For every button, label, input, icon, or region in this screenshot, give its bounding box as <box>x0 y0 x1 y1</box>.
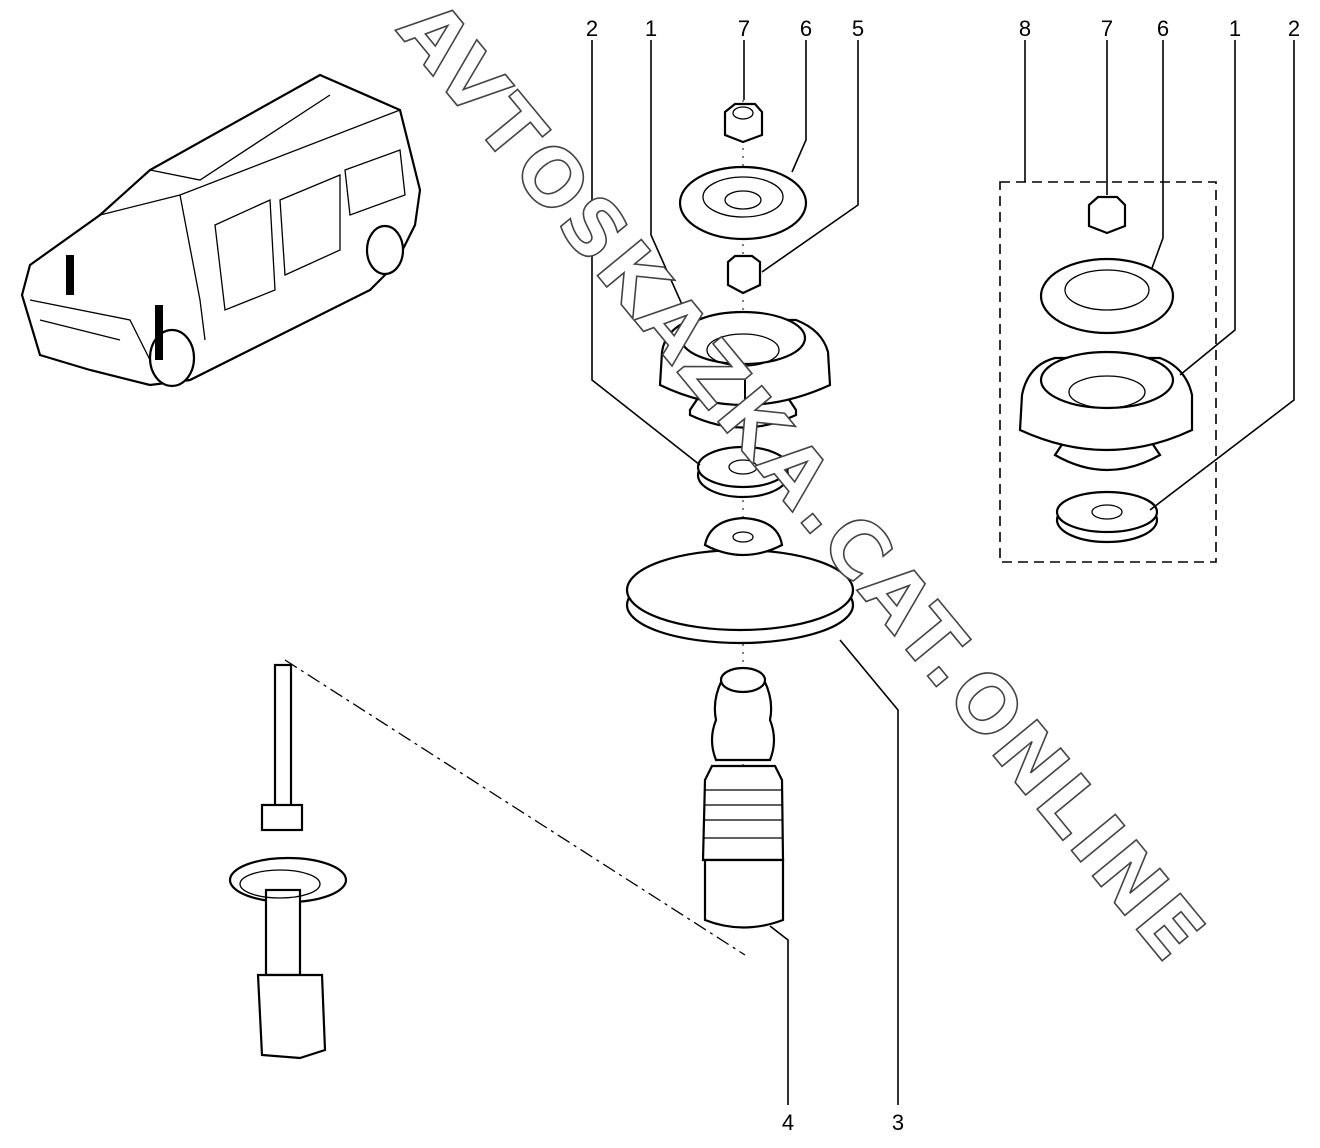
kit-part-7-nut <box>1087 195 1127 235</box>
callout-3: 3 <box>892 1110 904 1135</box>
part-4-bump-stop-dust-boot <box>701 666 785 929</box>
assembly-axis-line <box>284 659 746 956</box>
callout-2: 2 <box>586 16 598 41</box>
watermark: AVTOSKAZKA.CAT.ONLINE <box>380 0 1223 980</box>
kit-part-1-strut-mount <box>1018 350 1194 471</box>
part-5-nut <box>726 254 762 295</box>
callout-6: 6 <box>800 16 812 41</box>
part-7-nut <box>723 102 764 144</box>
leader-lines <box>591 40 1295 1105</box>
kit-callout-1: 1 <box>1229 16 1241 41</box>
callout-5: 5 <box>852 16 864 41</box>
kit-callout-8: 8 <box>1019 16 1031 41</box>
kit-callout-6: 6 <box>1157 16 1169 41</box>
kit-callout-2: 2 <box>1288 16 1300 41</box>
shock-absorber-strut <box>228 663 348 1060</box>
kit-part-6-washer <box>1039 257 1175 335</box>
kit-boundary-box <box>999 181 1217 563</box>
part-1-strut-mount <box>658 310 832 429</box>
part-2-bearing <box>696 445 790 499</box>
part-6-washer <box>678 165 808 241</box>
kit-callout-7: 7 <box>1101 16 1113 41</box>
callout-4: 4 <box>782 1110 794 1135</box>
part-3-spring-seat <box>625 516 855 645</box>
vehicle-locator-illustration <box>20 73 422 388</box>
kit-part-2-bearing <box>1055 490 1159 544</box>
callout-7: 7 <box>738 16 750 41</box>
callout-1: 1 <box>645 16 657 41</box>
